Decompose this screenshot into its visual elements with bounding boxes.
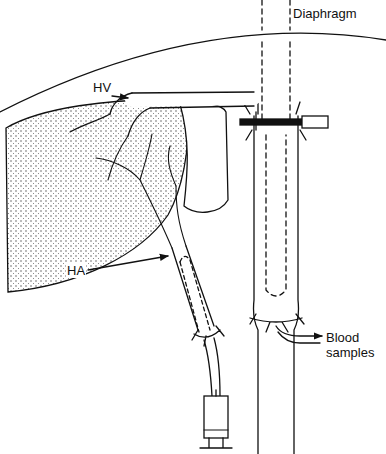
hepatic-artery [96, 134, 186, 248]
hepatic-vein [132, 98, 254, 100]
vessel-clamp [240, 119, 302, 125]
ligature [250, 314, 304, 332]
liver [6, 100, 188, 292]
diaphragm-label: Diaphragm [292, 6, 358, 21]
syringe [204, 396, 228, 438]
vessel-label: HV [92, 80, 112, 95]
sample-label: Blood samples [325, 330, 383, 360]
vessel-label: HA [66, 263, 86, 278]
diaphragm-line [0, 33, 386, 112]
leader-arrow [112, 96, 128, 98]
leader-arrow [88, 256, 168, 270]
vena-cava [254, 116, 259, 454]
caval-cannula [266, 135, 286, 296]
